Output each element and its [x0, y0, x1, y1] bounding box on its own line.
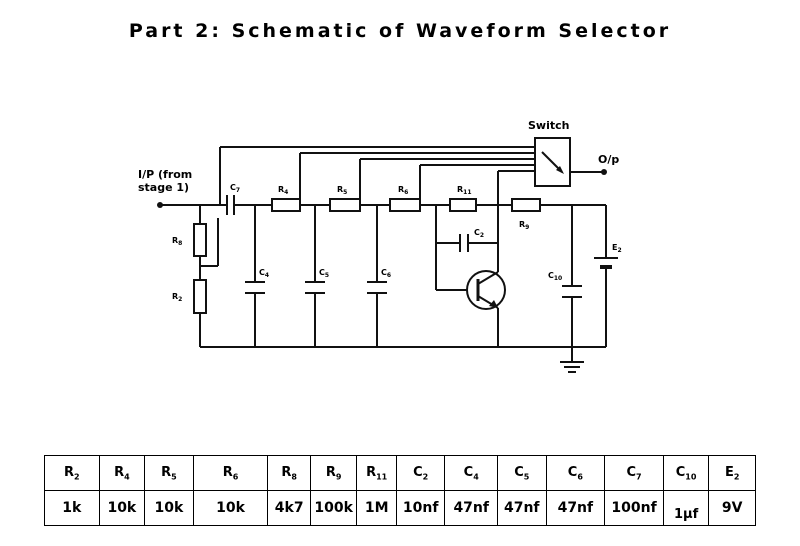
value-r6: 10k: [192, 490, 269, 526]
resistor-r8: [193, 223, 207, 257]
battery-e2: [594, 257, 618, 269]
label-c5: C5: [319, 268, 329, 279]
label-r2: R2: [172, 292, 182, 303]
table-header-row: R2 R4 R5 R6 R8 R9 R11 C2 C4 C5 C6 C7 C10…: [44, 455, 756, 491]
label-r4: R4: [278, 185, 288, 196]
value-r4: 10k: [98, 490, 146, 526]
value-c5: 47nf: [497, 490, 547, 526]
circuit-wires: [157, 146, 607, 373]
label-r6: R6: [398, 185, 408, 196]
resistor-r9: [511, 198, 541, 212]
capacitor-c6: [367, 281, 387, 294]
capacitor-c5: [305, 281, 325, 294]
schematic-diagram: I/P (from stage 1) O/p Switch C7 R4 R5 R…: [138, 119, 622, 373]
header-r8: R8: [267, 455, 311, 491]
output-label: O/p: [598, 153, 619, 166]
value-r11: 1M: [356, 490, 397, 526]
value-c4: 47nf: [444, 490, 498, 526]
value-c7: 100nf: [604, 490, 664, 526]
transistor-symbol: [466, 270, 506, 310]
header-r11: R11: [356, 455, 397, 491]
value-r9: 100k: [309, 490, 358, 526]
header-c4: C4: [444, 455, 498, 491]
label-c4: C4: [259, 268, 269, 279]
capacitor-c4: [245, 281, 265, 294]
value-e2: 9V: [708, 490, 756, 526]
header-r4: R4: [98, 455, 146, 491]
label-c7: C7: [230, 183, 240, 194]
label-e2: E2: [612, 243, 622, 254]
capacitor-c2: [459, 234, 469, 252]
input-label-line2: stage 1): [138, 181, 189, 194]
switch-label: Switch: [528, 119, 569, 132]
resistor-r4: [271, 198, 301, 212]
label-c10: C10: [548, 271, 562, 282]
input-label-line1: I/P (from: [138, 168, 192, 181]
table-value-row: 1k 10k 10k 10k 4k7 100k 1M 10nf 47nf 47n…: [44, 490, 756, 526]
waveform-switch: [534, 137, 571, 187]
header-c10: C10: [662, 455, 710, 491]
value-r8: 4k7: [267, 490, 311, 526]
header-r5: R5: [144, 455, 194, 491]
resistor-r11: [449, 198, 477, 212]
header-r2: R2: [44, 455, 100, 491]
value-r5: 10k: [144, 490, 194, 526]
header-c5: C5: [497, 455, 547, 491]
value-c6: 47nf: [545, 490, 606, 526]
label-r8: R8: [172, 236, 182, 247]
header-c2: C2: [395, 455, 446, 491]
component-values-table: R2 R4 R5 R6 R8 R9 R11 C2 C4 C5 C6 C7 C10…: [44, 455, 756, 526]
label-r9: R9: [519, 220, 529, 231]
capacitor-c10: [562, 285, 582, 298]
capacitor-c7: [218, 195, 240, 215]
header-r6: R6: [192, 455, 269, 491]
page-title: Part 2: Schematic of Waveform Selector: [128, 20, 672, 42]
header-c6: C6: [545, 455, 606, 491]
header-c7: C7: [604, 455, 664, 491]
value-r2: 1k: [44, 490, 100, 526]
resistor-r5: [329, 198, 361, 212]
label-c2: C2: [474, 228, 484, 239]
label-r11: R11: [457, 185, 472, 196]
resistor-r6: [389, 198, 421, 212]
header-r9: R9: [309, 455, 358, 491]
value-c10: 1µf: [662, 490, 710, 526]
resistor-r2: [193, 279, 207, 314]
header-e2: E2: [708, 455, 756, 491]
label-r5: R5: [337, 185, 347, 196]
value-c2: 10nf: [395, 490, 446, 526]
label-c6: C6: [381, 268, 391, 279]
